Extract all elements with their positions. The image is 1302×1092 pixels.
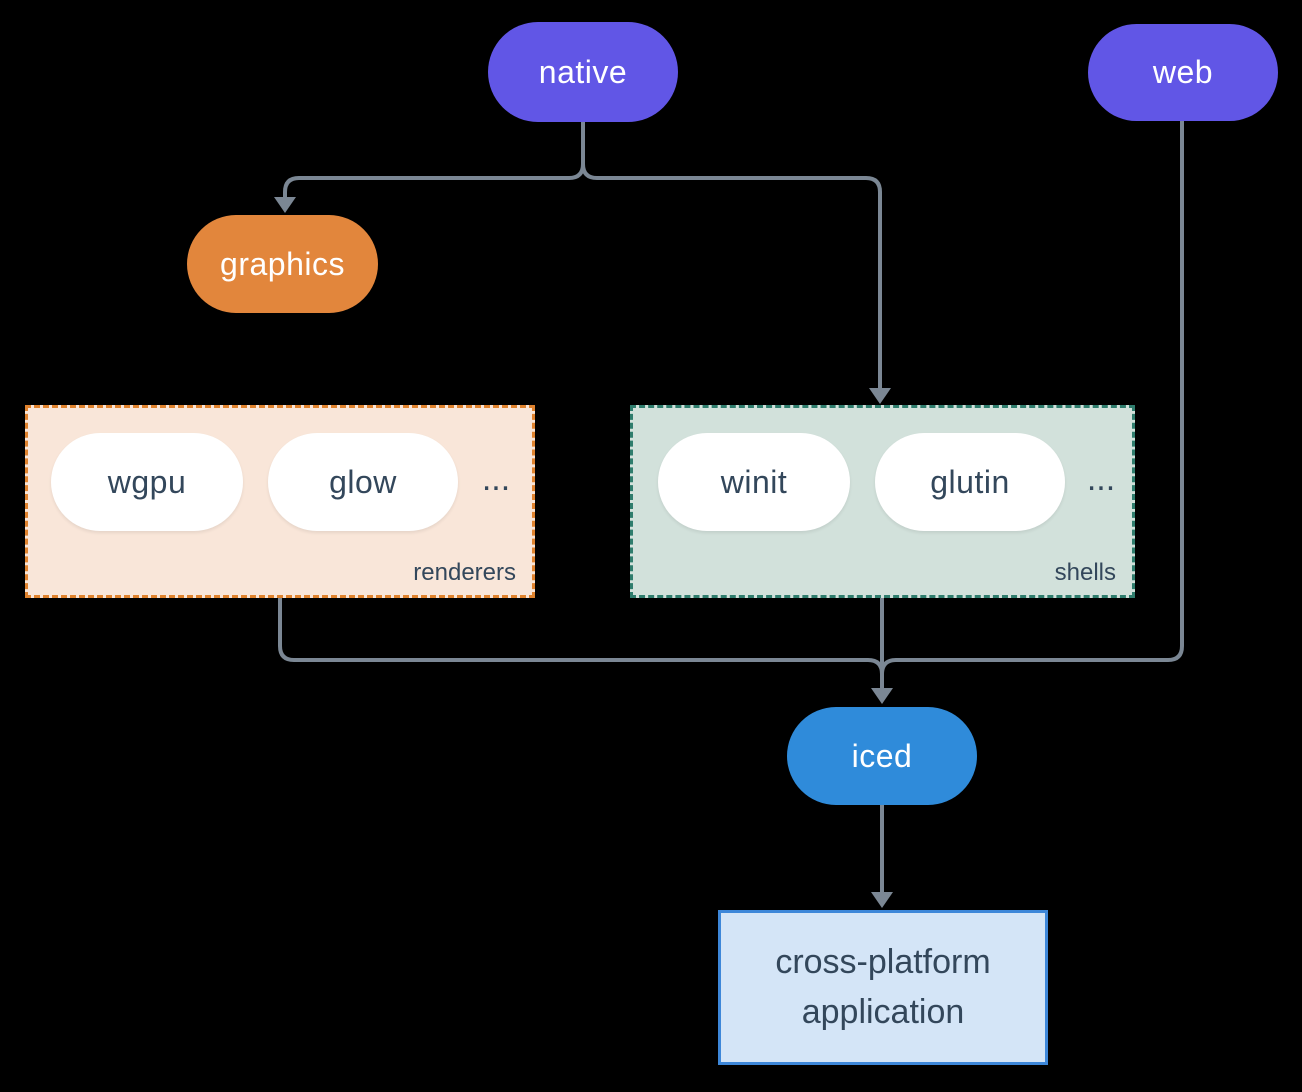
renderers-ellipsis: ... xyxy=(481,459,511,498)
node-graphics-label: graphics xyxy=(220,245,345,282)
connector-native-to-graphics xyxy=(283,122,585,198)
arrowhead-graphics xyxy=(274,197,296,213)
shells-ellipsis: ... xyxy=(1086,459,1116,498)
node-wgpu-label: wgpu xyxy=(107,463,187,500)
node-cross-platform-application: cross-platform application xyxy=(718,910,1048,1065)
node-winit: winit xyxy=(658,433,850,531)
node-native-label: native xyxy=(538,53,628,90)
node-glow: glow xyxy=(268,433,458,531)
node-glutin: glutin xyxy=(875,433,1065,531)
node-web-label: web xyxy=(1152,54,1214,90)
node-wgpu: wgpu xyxy=(51,433,243,531)
connector-renderers-to-merge xyxy=(278,598,884,675)
connector-native-to-shells xyxy=(581,122,882,389)
node-iced: iced xyxy=(787,707,977,805)
node-glow-label: glow xyxy=(329,463,397,500)
group-renderers-label: renderers xyxy=(413,559,516,586)
node-iced-label: iced xyxy=(851,737,913,774)
node-winit-label: winit xyxy=(720,463,788,500)
application-label-line2: application xyxy=(801,992,965,1031)
group-renderers: wgpu glow ... renderers xyxy=(25,405,535,598)
group-shells-label: shells xyxy=(1054,559,1116,586)
arrowhead-application xyxy=(871,892,893,908)
application-label-line1: cross-platform xyxy=(775,943,991,982)
node-glutin-label: glutin xyxy=(930,463,1010,500)
node-graphics: graphics xyxy=(187,215,378,313)
group-shells: winit glutin ... shells xyxy=(630,405,1135,598)
arrowhead-shells xyxy=(869,388,891,404)
node-native: native xyxy=(488,22,678,122)
node-web: web xyxy=(1088,24,1278,121)
arrowhead-iced xyxy=(871,688,893,704)
